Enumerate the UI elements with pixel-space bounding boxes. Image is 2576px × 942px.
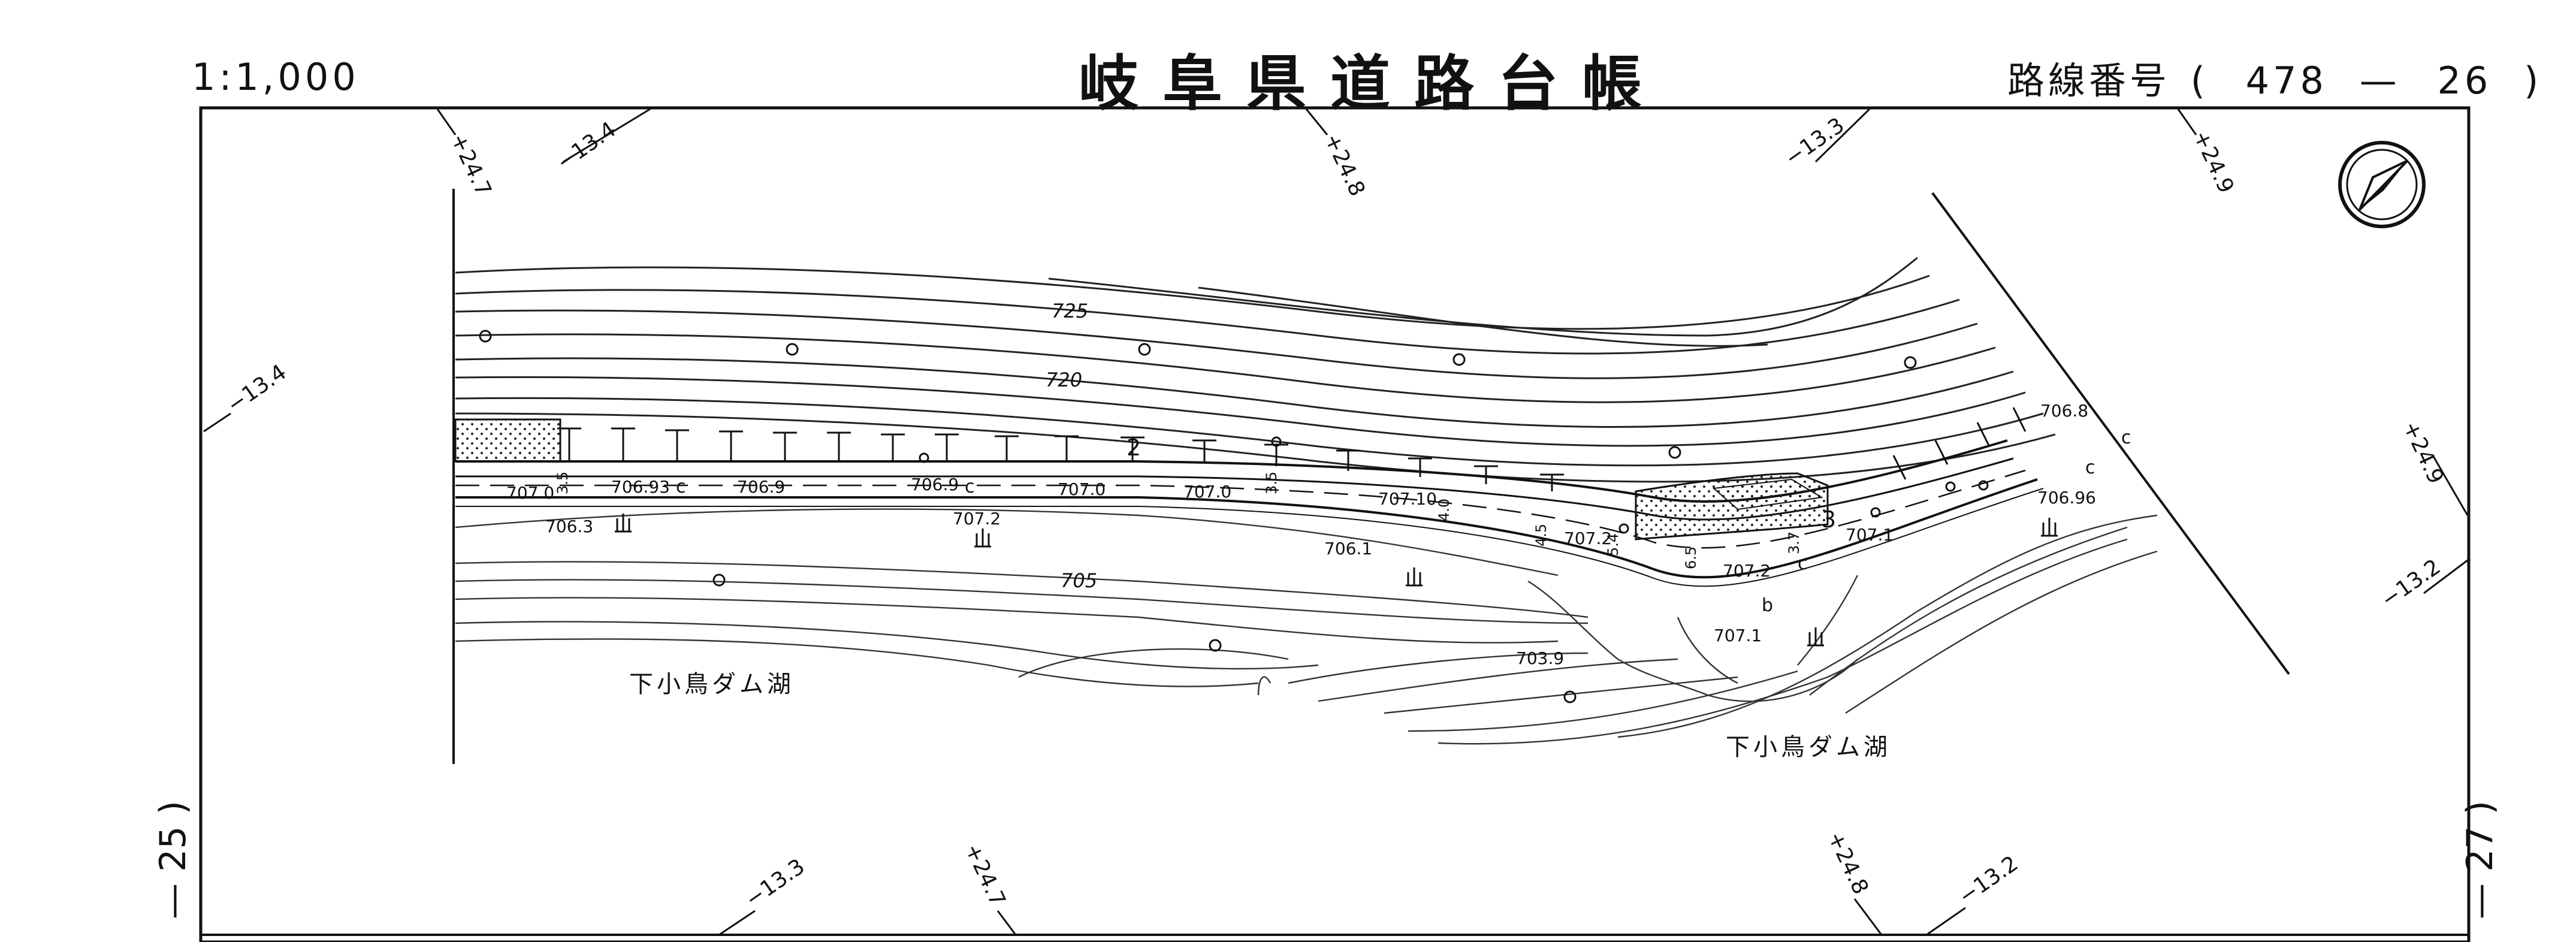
grid-label: +24.9 [2398,417,2448,487]
small-mark: 3 [1822,506,1836,533]
small-mark: c [2085,457,2095,478]
width-label: 3.5 [1263,472,1280,494]
elevation-label: 707.0 [1183,482,1231,502]
contour-labels: 725 720 705 [1046,300,1097,592]
elevation-labels: 707.0 706.93 706.9 706.9 707.0 707.0 707… [506,401,2096,668]
elevation-label: 707.2 [953,509,1001,529]
grid-label: +24.8 [1319,129,1370,200]
route-dash: — [2359,59,2400,102]
elevation-label: 706.3 [545,517,593,536]
grid-label: −13.4 [552,117,621,176]
elevation-label: 707.2 [1564,529,1612,548]
contour-label: 725 [1052,300,1088,322]
small-mark: c [965,476,975,497]
small-mark: c [2121,427,2131,448]
sheet-edge-right [1931,192,2290,675]
lower-contours [455,508,2158,745]
grid-label: −13.2 [2377,555,2445,613]
grid-label: −13.3 [1781,113,1849,171]
embankment-areas [454,418,1829,541]
retaining-wall-symbols [557,407,2027,491]
route-label: 路線番号 [2007,59,2171,102]
grid-label: −13.3 [741,855,810,913]
route-number-value: 478 [2245,59,2327,102]
elevation-label: 706.8 [2040,401,2088,421]
width-label: 4.0 [1436,499,1452,521]
route-close: ) [2524,59,2542,102]
grid-label: +24.9 [2188,126,2239,197]
lake-labels: 下小鳥ダム湖 下小鳥ダム湖 [629,671,1891,761]
elevation-label: 707.0 [1058,479,1106,499]
map-frame [199,106,2471,942]
width-label: 5.4 [1605,533,1621,556]
elevation-label: 706.96 [2037,488,2096,508]
small-mark: c [1798,553,1808,574]
elevation-label: 706.9 [911,475,959,494]
width-label: 6.5 [1683,547,1699,569]
small-mark: b [1762,595,1773,616]
elevation-label: 707.0 [506,483,554,503]
grid-labels: +24.7 −13.4 +24.8 −13.3 +24.9 −13.4 +24.… [223,113,2448,913]
lake-label: 下小鳥ダム湖 [1726,733,1891,761]
north-arrow-icon [2338,141,2426,228]
elevation-label: 707.2 [1723,561,1771,581]
grid-ticks [203,108,2469,936]
width-label: 3.5 [554,472,571,494]
map-scale: 1:1,000 [192,55,360,99]
small-mark: 2 [1127,434,1141,461]
small-mark: c [676,476,686,497]
elevation-label: 706.1 [1324,539,1372,558]
elevation-label: 706.93 [611,477,670,497]
elevation-label: 707.10 [1378,489,1437,509]
elevation-label: 703.9 [1516,648,1564,668]
road-width-labels: 3.5 3.5 4.0 4.5 5.4 6.5 3.7 [554,472,1802,569]
width-label: 3.7 [1786,532,1802,554]
lake-label: 下小鳥ダム湖 [629,671,795,698]
survey-points [479,330,1989,704]
upper-contours [455,256,2056,483]
width-label: 4.5 [1533,524,1550,547]
vegetation-symbols [615,514,2058,647]
grid-label: +24.7 [960,840,1010,910]
grid-label: −13.2 [1955,852,2023,910]
contour-label: 705 [1061,569,1097,592]
route-number: 路線番号 ( 478 — 26 ) [2007,50,2547,104]
grid-label: −13.4 [223,360,291,418]
route-section: 26 [2437,59,2492,102]
elevation-label: 706.9 [737,477,785,497]
elevation-label: 707.1 [1714,626,1762,645]
route-open: ( [2190,59,2209,102]
small-marks: c c c c c 2 3 b [676,427,2131,616]
grid-label: +24.8 [1823,828,1873,898]
contour-label: 720 [1046,369,1082,391]
elevation-label: 707.1 [1846,525,1894,545]
